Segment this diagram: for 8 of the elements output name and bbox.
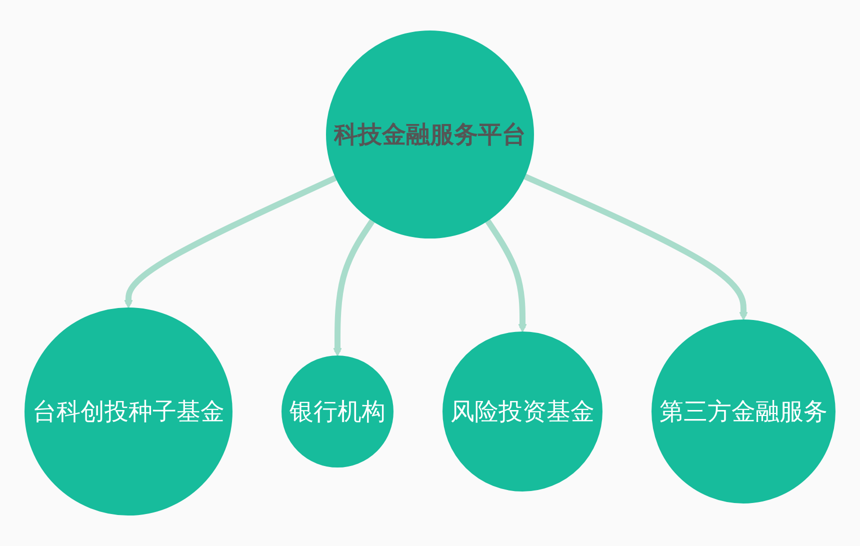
arrow xyxy=(523,174,748,320)
node-circle: 台科创投种子基金 xyxy=(24,308,232,516)
node-circle: 风险投资基金 xyxy=(442,332,602,492)
arrow xyxy=(484,218,527,332)
arrow xyxy=(333,218,376,356)
node-circle: 银行机构 xyxy=(282,356,394,468)
node-circle: 第三方金融服务 xyxy=(652,320,836,504)
arrow xyxy=(124,174,338,308)
